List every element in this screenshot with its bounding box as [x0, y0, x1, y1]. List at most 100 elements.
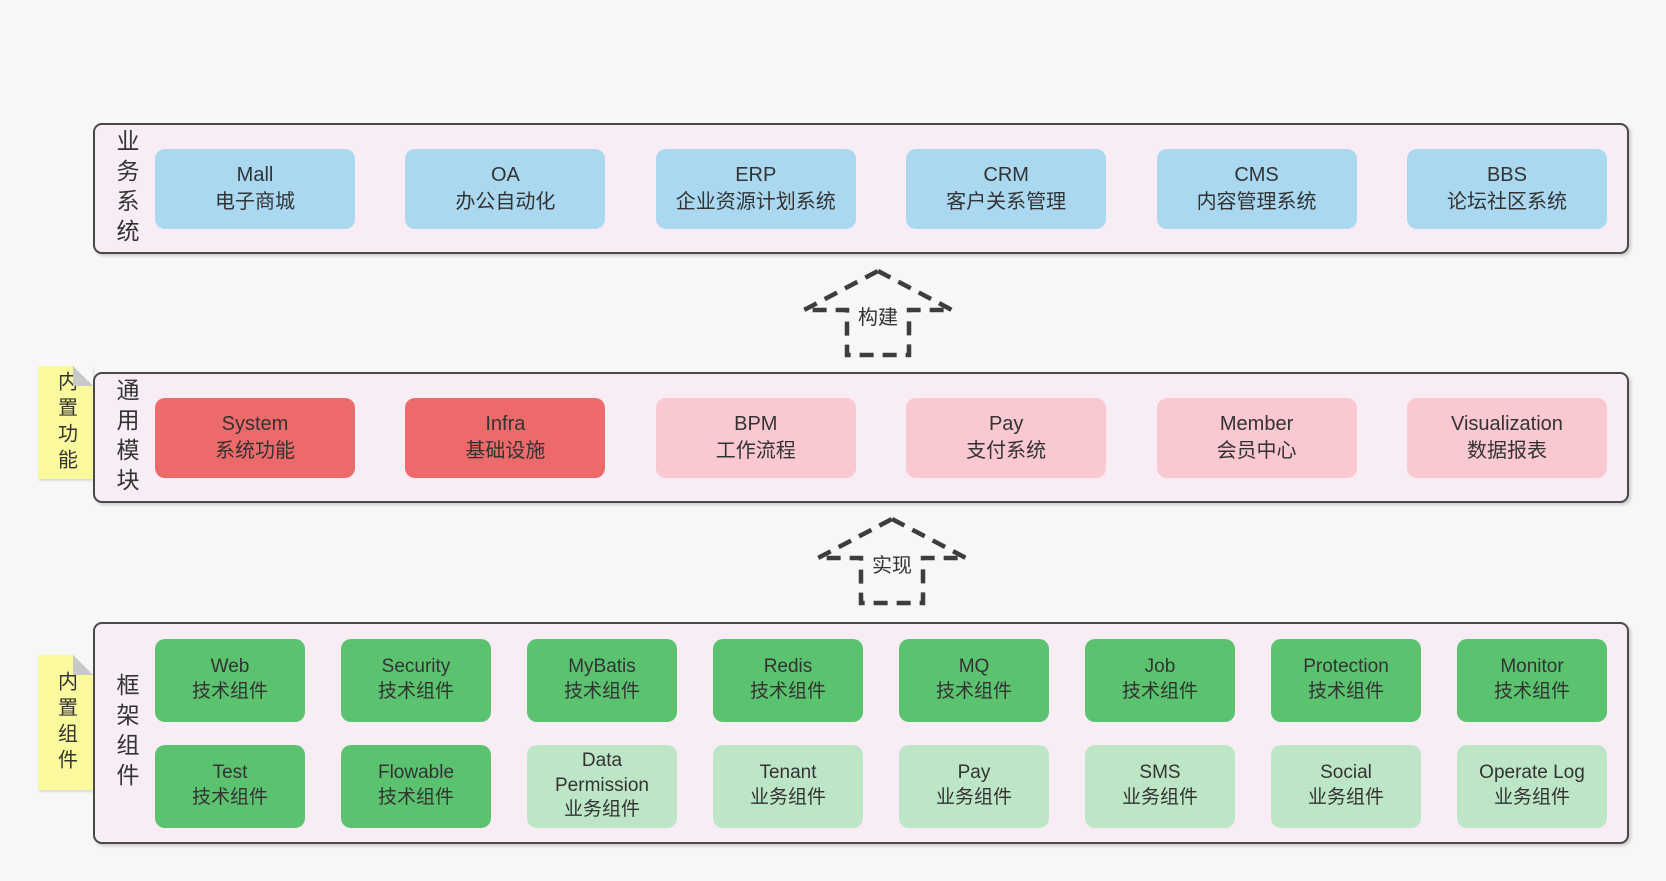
- box-subtitle: 业务组件: [749, 787, 826, 808]
- box-visualization: Visualization 数据报表: [1406, 397, 1607, 478]
- box-subtitle: 系统功能: [215, 439, 295, 462]
- box-infra: Infra 基础设施: [405, 397, 606, 478]
- box-row: System 系统功能 Infra 基础设施 BPM 工作流程 Pay 支付系统…: [155, 397, 1607, 478]
- layer-label: 框架组件: [113, 673, 139, 793]
- box-oa: OA 办公自动化: [405, 148, 606, 229]
- layer-framework-components: 框架组件 Web 技术组件 Security 技术组件 MyBatis 技术组件…: [93, 622, 1629, 844]
- box-erp: ERP 企业资源计划系统: [655, 148, 856, 229]
- box-monitor: Monitor 技术组件: [1457, 638, 1607, 722]
- box-title: BBS: [1486, 164, 1527, 187]
- box-title: ERP: [735, 164, 777, 187]
- note-text: 内置功能: [54, 370, 77, 475]
- box-subtitle: 技术组件: [563, 681, 640, 702]
- box-test: Test 技术组件: [155, 744, 305, 828]
- box-subtitle: 技术组件: [749, 681, 826, 702]
- box-subtitle: 业务组件: [1307, 787, 1384, 808]
- box-subtitle: 电子商城: [215, 190, 295, 213]
- box-title: Protection: [1303, 656, 1389, 678]
- box-tenant: Tenant 业务组件: [713, 744, 863, 828]
- box-operate-log: Operate Log 业务组件: [1457, 744, 1607, 828]
- box-cms: CMS 内容管理系统: [1156, 148, 1357, 229]
- box-subtitle: 支付系统: [966, 439, 1047, 462]
- box-subtitle: 技术组件: [1493, 681, 1570, 702]
- box-pay-component: Pay 业务组件: [899, 744, 1049, 828]
- note-built-in-features: 内置功能: [38, 366, 93, 479]
- box-job: Job 技术组件: [1085, 638, 1235, 722]
- box-subtitle: 会员中心: [1216, 439, 1297, 462]
- box-title: Infra: [485, 413, 526, 436]
- box-title: Social: [1320, 762, 1372, 784]
- note-built-in-components: 内置组件: [38, 655, 93, 790]
- box-title: Visualization: [1450, 413, 1563, 436]
- arrow-label: 实现: [869, 548, 915, 579]
- box-flowable: Flowable 技术组件: [341, 744, 491, 828]
- box-title: OA: [490, 164, 520, 187]
- box-title: Flowable: [377, 762, 455, 784]
- box-subtitle: 论坛社区系统: [1446, 190, 1567, 213]
- box-subtitle: 办公自动化: [455, 190, 556, 213]
- box-title: BPM: [734, 413, 778, 436]
- box-protection: Protection 技术组件: [1271, 638, 1421, 722]
- box-subtitle: 内容管理系统: [1196, 190, 1317, 213]
- box-bpm: BPM 工作流程: [655, 397, 856, 478]
- box-title: Security: [381, 656, 451, 678]
- box-crm: CRM 客户关系管理: [906, 148, 1107, 229]
- arrow-build: 构建: [800, 268, 956, 358]
- note-fold-corner-icon: [73, 655, 93, 675]
- box-member: Member 会员中心: [1156, 397, 1357, 478]
- box-title: Job: [1144, 656, 1176, 678]
- layer-rows: Mall 电子商城 OA 办公自动化 ERP 企业资源计划系统 CRM 客户关系…: [155, 125, 1607, 252]
- layer-common-modules: 通用模块 System 系统功能 Infra 基础设施 BPM 工作流程 Pay…: [93, 372, 1629, 503]
- box-row: Web 技术组件 Security 技术组件 MyBatis 技术组件 Redi…: [155, 638, 1607, 722]
- box-subtitle: 技术组件: [1307, 681, 1384, 702]
- layer-rows: System 系统功能 Infra 基础设施 BPM 工作流程 Pay 支付系统…: [155, 374, 1607, 501]
- box-title: Member: [1219, 413, 1294, 436]
- box-title: Mall: [236, 164, 274, 187]
- note-text: 内置组件: [54, 670, 77, 775]
- box-subtitle: 工作流程: [715, 439, 796, 462]
- box-subtitle: 技术组件: [935, 681, 1012, 702]
- box-title: System: [221, 413, 289, 436]
- box-subtitle: 客户关系管理: [946, 190, 1067, 213]
- box-mall: Mall 电子商城: [155, 148, 355, 229]
- box-title: Web: [210, 656, 250, 678]
- box-title: MyBatis: [568, 656, 636, 678]
- box-subtitle: 业务组件: [935, 787, 1012, 808]
- box-mybatis: MyBatis 技术组件: [527, 638, 677, 722]
- layer-rows: Web 技术组件 Security 技术组件 MyBatis 技术组件 Redi…: [155, 624, 1607, 842]
- box-subtitle: 数据报表: [1466, 439, 1547, 462]
- box-social: Social 业务组件: [1271, 744, 1421, 828]
- box-title: MQ: [958, 656, 990, 678]
- box-subtitle: 技术组件: [377, 787, 454, 808]
- box-title: Data Permission: [555, 749, 649, 796]
- box-data-permission: Data Permission 业务组件: [527, 744, 677, 828]
- box-title: SMS: [1139, 762, 1181, 784]
- box-mq: MQ 技术组件: [899, 638, 1049, 722]
- arrow-implement: 实现: [814, 516, 970, 606]
- box-title: Pay: [988, 413, 1024, 436]
- layer-business-systems: 业务系统 Mall 电子商城 OA 办公自动化 ERP 企业资源计划系统 CRM…: [93, 123, 1629, 254]
- box-pay-module: Pay 支付系统: [906, 397, 1107, 478]
- box-web: Web 技术组件: [155, 638, 305, 722]
- box-subtitle: 技术组件: [191, 681, 268, 702]
- box-title: Test: [212, 762, 248, 784]
- note-fold-corner-icon: [73, 366, 93, 386]
- box-system: System 系统功能: [155, 397, 355, 478]
- box-bbs: BBS 论坛社区系统: [1406, 148, 1607, 229]
- box-subtitle: 基础设施: [465, 439, 546, 462]
- box-title: Redis: [763, 656, 813, 678]
- arrow-label: 构建: [855, 300, 901, 331]
- box-subtitle: 技术组件: [377, 681, 454, 702]
- box-title: CRM: [983, 164, 1029, 187]
- box-redis: Redis 技术组件: [713, 638, 863, 722]
- box-subtitle: 业务组件: [563, 799, 640, 821]
- box-title: Operate Log: [1479, 762, 1585, 784]
- box-title: Monitor: [1500, 656, 1564, 678]
- box-security: Security 技术组件: [341, 638, 491, 722]
- box-row: Mall 电子商城 OA 办公自动化 ERP 企业资源计划系统 CRM 客户关系…: [155, 148, 1607, 229]
- box-subtitle: 业务组件: [1493, 787, 1570, 808]
- box-row: Test 技术组件 Flowable 技术组件 Data Permission …: [155, 744, 1607, 828]
- layer-label: 通用模块: [113, 377, 139, 498]
- box-title: Pay: [957, 762, 991, 784]
